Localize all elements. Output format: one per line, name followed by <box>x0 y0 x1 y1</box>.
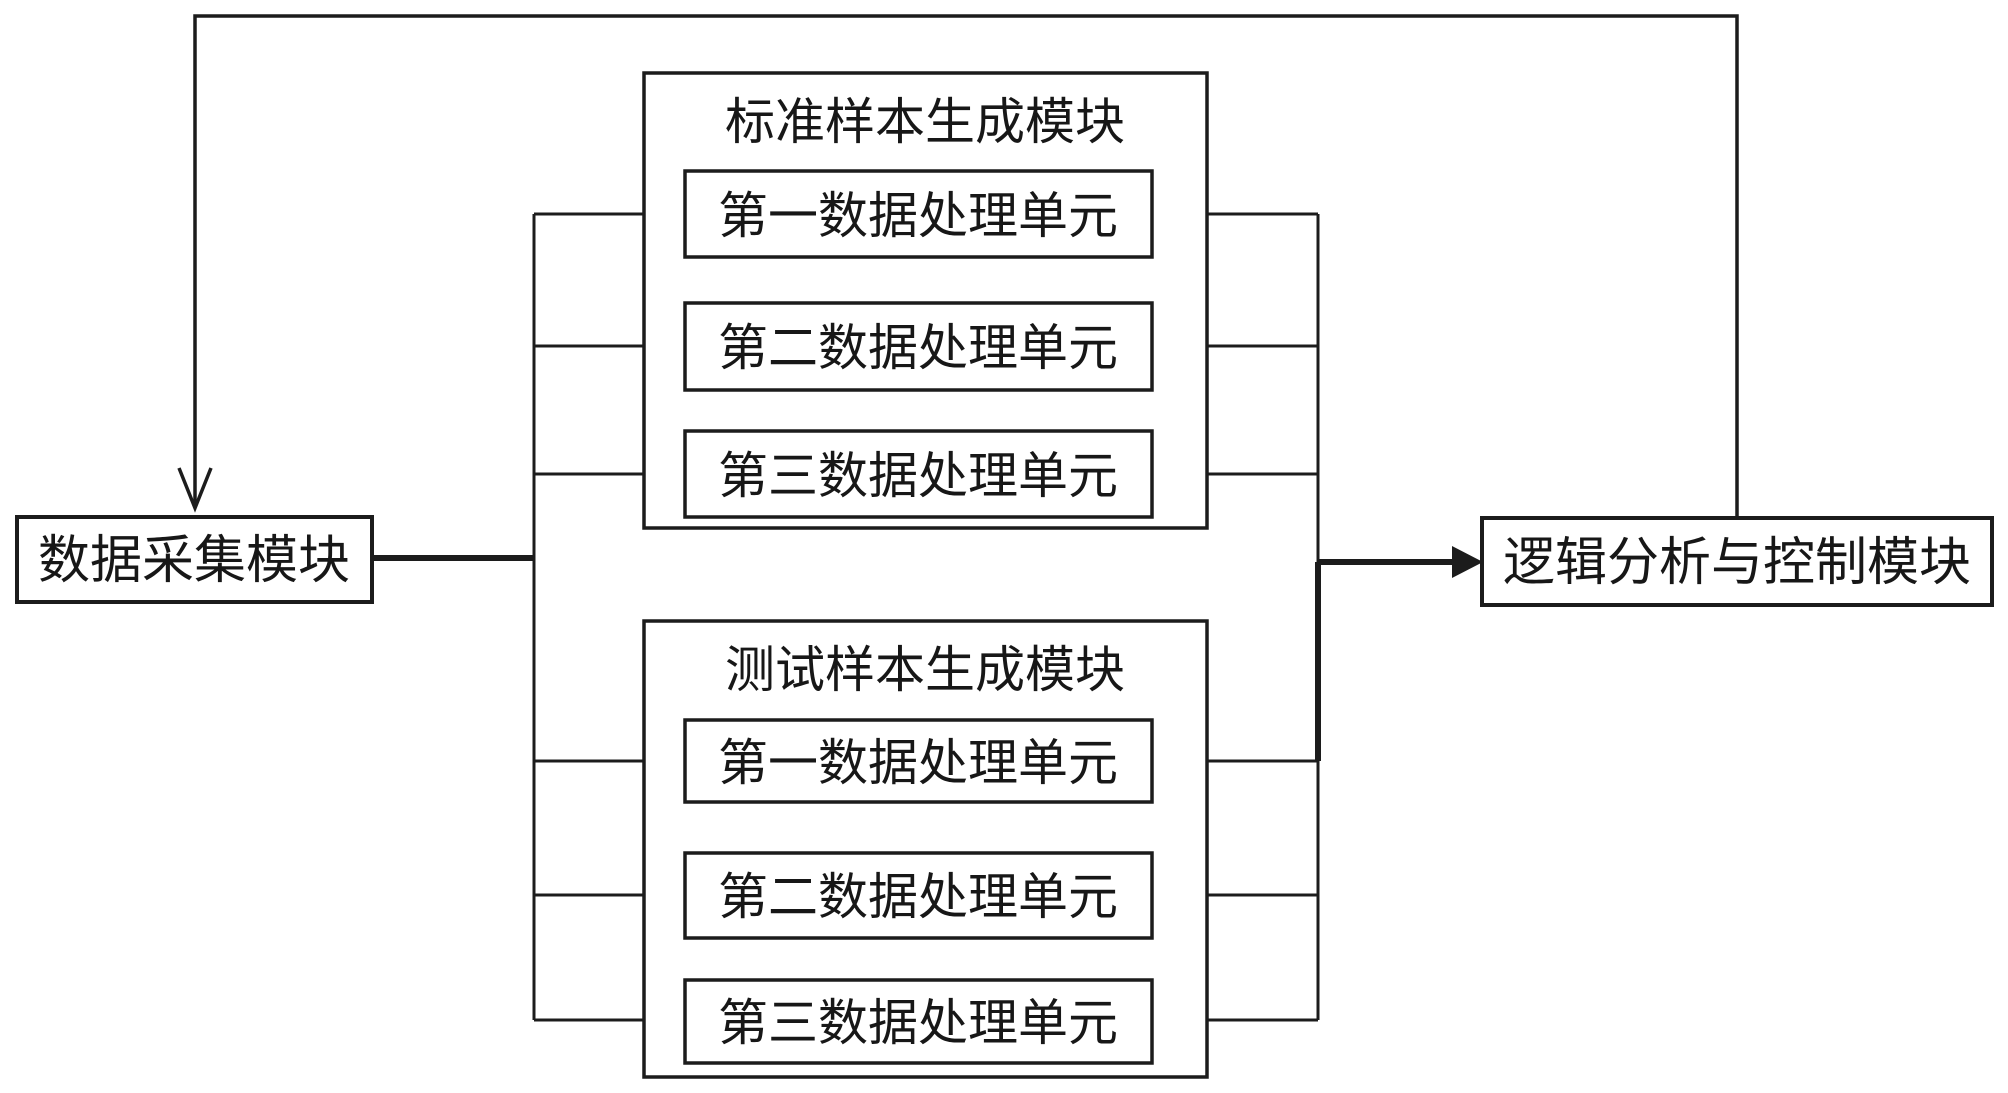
main-output-arrow <box>1318 546 1483 578</box>
data-collection-module-box <box>15 515 374 604</box>
test-unit-3-box <box>683 978 1154 1065</box>
main-output-arrowhead-icon <box>1452 546 1483 578</box>
standard-unit-3-box <box>683 429 1154 519</box>
standard-unit-2-label: 第二数据处理单元 <box>718 320 1118 376</box>
logic-control-module-box <box>1480 516 1994 607</box>
standard-unit-1-box <box>683 169 1154 259</box>
test-unit-1-box <box>683 718 1154 804</box>
data-collection-module-label: 数据采集模块 <box>38 532 350 590</box>
test-unit-2-label: 第二数据处理单元 <box>718 869 1118 925</box>
standard-unit-2-box <box>683 301 1154 392</box>
test-unit-1-label: 第一数据处理单元 <box>718 735 1118 791</box>
feedback-arrowhead-icon <box>177 467 213 513</box>
logic-control-module-label: 逻辑分析与控制模块 <box>1503 534 1971 592</box>
feedback-connector <box>177 14 1739 518</box>
standard-unit-3-label: 第三数据处理单元 <box>718 448 1118 504</box>
test-unit-3-label: 第三数据处理单元 <box>718 995 1118 1051</box>
test-group-title: 测试样本生成模块 <box>725 642 1125 698</box>
test-unit-2-box <box>683 851 1154 940</box>
standard-unit-1-label: 第一数据处理单元 <box>718 188 1118 244</box>
standard-group-title: 标准样本生成模块 <box>725 94 1125 150</box>
feedback-line <box>193 14 1739 518</box>
